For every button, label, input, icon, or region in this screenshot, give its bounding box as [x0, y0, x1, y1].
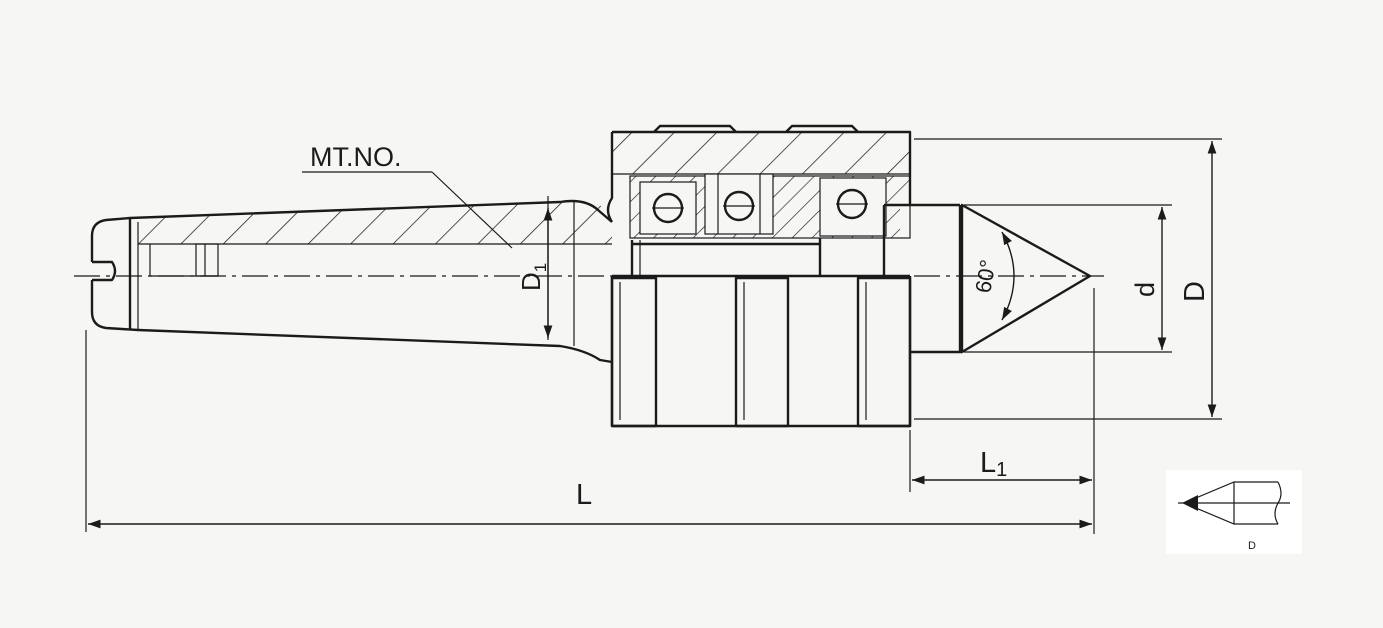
point-type-inset: D [1166, 470, 1302, 554]
angle-label: 60° [970, 258, 1000, 295]
big-d-label: D [1179, 281, 1211, 302]
inset-caption: D [1248, 540, 1256, 552]
shank-section-hatch [130, 200, 612, 244]
d1-label: D1 [516, 263, 550, 291]
taper-label: MT.NO. [310, 142, 402, 172]
dimension-lines [85, 138, 1222, 534]
overall-length-label: L [576, 479, 592, 511]
d1-label-main: D [516, 272, 546, 291]
l1-label-main: L [980, 447, 996, 479]
d1-label-sub: 1 [531, 263, 550, 272]
housing-section-hatch [612, 132, 910, 174]
small-d-label: d [1130, 282, 1160, 297]
center-housing [606, 124, 962, 428]
l1-label-sub: 1 [996, 459, 1007, 481]
l1-label: L1 [980, 447, 1007, 481]
